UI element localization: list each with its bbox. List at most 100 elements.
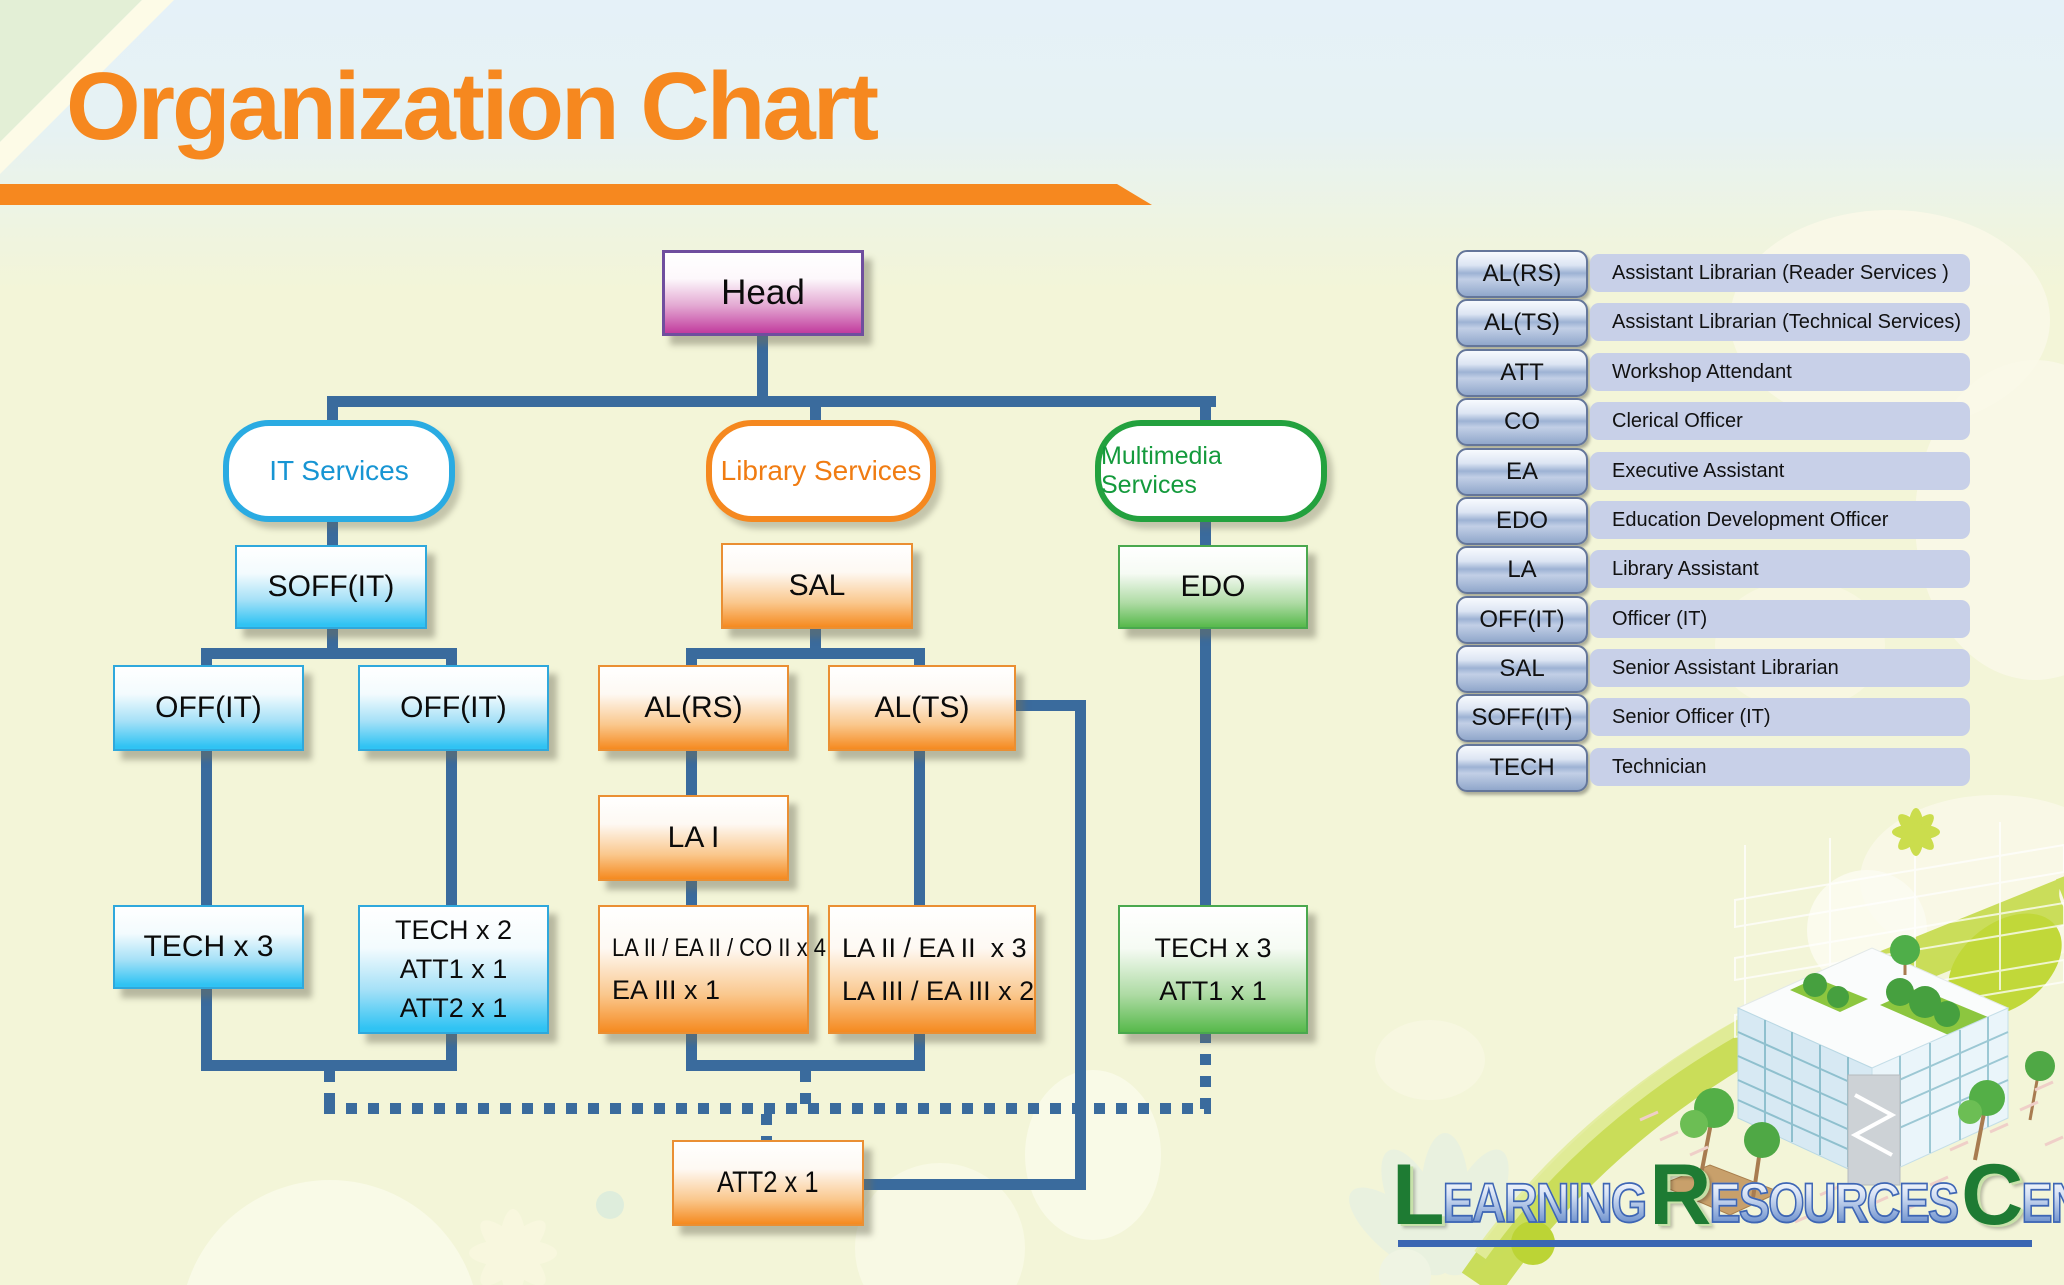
node-soff-it: SOFF(IT) — [235, 545, 427, 629]
node-la-ea-group: LA II / EA II x 3 LA III / EA III x 2 — [828, 905, 1036, 1034]
connector-lib-tee — [686, 648, 925, 659]
legend-row: TECH Technician — [1456, 744, 1976, 792]
legend-row: LA Library Assistant — [1456, 546, 1976, 594]
logo-word: ESOURCES — [1709, 1170, 1960, 1234]
legend-row: SAL Senior Assistant Librarian — [1456, 645, 1976, 693]
page-title: Organization Chart — [66, 53, 879, 160]
node-al-rs: AL(RS) — [598, 665, 789, 751]
connector-mmpill-down — [1200, 506, 1211, 548]
legend-row: AL(TS) Assistant Librarian (Technical Se… — [1456, 299, 1976, 347]
logo-word: ENTRE — [2021, 1170, 2064, 1235]
legend-desc: Assistant Librarian (Reader Services ) — [1590, 254, 1970, 292]
pill-library-services: Library Services — [706, 420, 936, 522]
logo-initial: L — [1392, 1147, 1445, 1243]
connector-trunk — [327, 396, 1216, 407]
legend-desc: Officer (IT) — [1590, 600, 1970, 638]
node-att2: ATT2 x 1 — [672, 1140, 864, 1226]
dotted-horizontal — [324, 1103, 1211, 1114]
legend-abbr: EDO — [1456, 497, 1588, 545]
plant-fan-graphic — [1349, 1133, 1541, 1285]
legend-abbr: ATT — [1456, 349, 1588, 397]
legend-desc: Workshop Attendant — [1590, 353, 1970, 391]
node-sal: SAL — [721, 543, 913, 629]
legend-row: EA Executive Assistant — [1456, 448, 1976, 496]
connector-soff-down — [327, 623, 338, 659]
legend-abbr: TECH — [1456, 744, 1588, 792]
legend-row: SOFF(IT) Senior Officer (IT) — [1456, 694, 1976, 742]
dotted-mm-down — [1200, 1032, 1211, 1109]
legend-abbr: AL(RS) — [1456, 250, 1588, 298]
connector-alts-right — [1012, 700, 1086, 711]
legend-abbr: EA — [1456, 448, 1588, 496]
tree-graphics — [1680, 1051, 2055, 1206]
connector-edo-down — [1200, 623, 1211, 909]
logo-initial: R — [1649, 1147, 1711, 1243]
connector-offL-in — [201, 648, 212, 670]
dotted-att2-in — [761, 1114, 772, 1142]
legend-abbr: SOFF(IT) — [1456, 694, 1588, 742]
connector-alts-right-down — [1075, 700, 1086, 1190]
legend-desc: Senior Assistant Librarian — [1590, 649, 1970, 687]
node-la-ea-co-group: LA II / EA II / CO II x 4 EA III x 1 — [598, 905, 826, 1034]
legend-desc: Executive Assistant — [1590, 452, 1970, 490]
node-off-it-left: OFF(IT) — [113, 665, 304, 751]
connector-head-down — [757, 330, 768, 402]
node-la-i: LA I — [598, 795, 789, 881]
legend-row: ATT Workshop Attendant — [1456, 349, 1976, 397]
pill-it-services: IT Services — [223, 420, 455, 522]
lrc-logo: LEARNINGRESOURCESCENTRE — [1392, 1146, 2064, 1245]
logo-word: EARNING — [1442, 1170, 1648, 1234]
corner-stripe — [0, 0, 174, 174]
legend-abbr: AL(TS) — [1456, 299, 1588, 347]
legend-abbr: SAL — [1456, 645, 1588, 693]
logo-underline — [1398, 1240, 2032, 1247]
connector-libL-down — [686, 1028, 697, 1071]
connector-alrs-down — [686, 745, 697, 800]
building-illustration — [1639, 935, 2064, 1224]
connector-it-join — [201, 1060, 457, 1071]
connector-sal-down — [810, 621, 821, 659]
connector-alts-in — [914, 648, 925, 670]
wireframe-sketch — [1734, 822, 2064, 1039]
logo-initial: C — [1961, 1147, 2023, 1243]
dotted-it-down — [324, 1071, 335, 1109]
legend-abbr: LA — [1456, 546, 1588, 594]
dotted-lib-down — [800, 1071, 811, 1109]
connector-it-tee — [201, 648, 457, 659]
legend-row: CO Clerical Officer — [1456, 398, 1976, 446]
legend-desc: Senior Officer (IT) — [1590, 698, 1970, 736]
legend-desc: Education Development Officer — [1590, 501, 1970, 539]
connector-it-stub — [327, 400, 338, 426]
title-underline-bar — [0, 184, 1152, 205]
legend-row: OFF(IT) Officer (IT) — [1456, 596, 1976, 644]
legend: AL(RS) Assistant Librarian (Reader Servi… — [1456, 250, 1976, 800]
green-flower-icon — [1892, 808, 1940, 856]
legend-desc: Clerical Officer — [1590, 402, 1970, 440]
node-tech-x3-it: TECH x 3 — [113, 905, 304, 989]
top-gradient-band — [0, 0, 2064, 290]
connector-lib-join — [686, 1060, 925, 1071]
node-tech-att-mm: TECH x 3 ATT1 x 1 — [1118, 905, 1308, 1034]
pale-flower-icon — [469, 1209, 557, 1285]
connector-lai-down — [686, 875, 697, 909]
node-tech-att-it: TECH x 2 ATT1 x 1 ATT2 x 1 — [358, 905, 549, 1034]
legend-abbr: OFF(IT) — [1456, 596, 1588, 644]
connector-att2-right — [858, 1179, 1086, 1190]
legend-desc: Assistant Librarian (Technical Services) — [1590, 303, 1970, 341]
connector-mm-stub — [1200, 400, 1211, 426]
pill-multimedia-services: Multimedia Services — [1095, 420, 1327, 522]
node-edo: EDO — [1118, 545, 1308, 629]
legend-desc: Library Assistant — [1590, 550, 1970, 588]
legend-row: AL(RS) Assistant Librarian (Reader Servi… — [1456, 250, 1976, 298]
node-off-it-right: OFF(IT) — [358, 665, 549, 751]
node-al-ts: AL(TS) — [828, 665, 1016, 751]
connector-lib-stub — [810, 400, 821, 426]
connector-itpill-down — [327, 506, 338, 548]
connector-offR-in — [446, 648, 457, 670]
connector-alrs-in — [686, 648, 697, 670]
plaza-hatch — [1639, 1080, 2064, 1224]
legend-row: EDO Education Development Officer — [1456, 497, 1976, 545]
legend-desc: Technician — [1590, 748, 1970, 786]
legend-abbr: CO — [1456, 398, 1588, 446]
